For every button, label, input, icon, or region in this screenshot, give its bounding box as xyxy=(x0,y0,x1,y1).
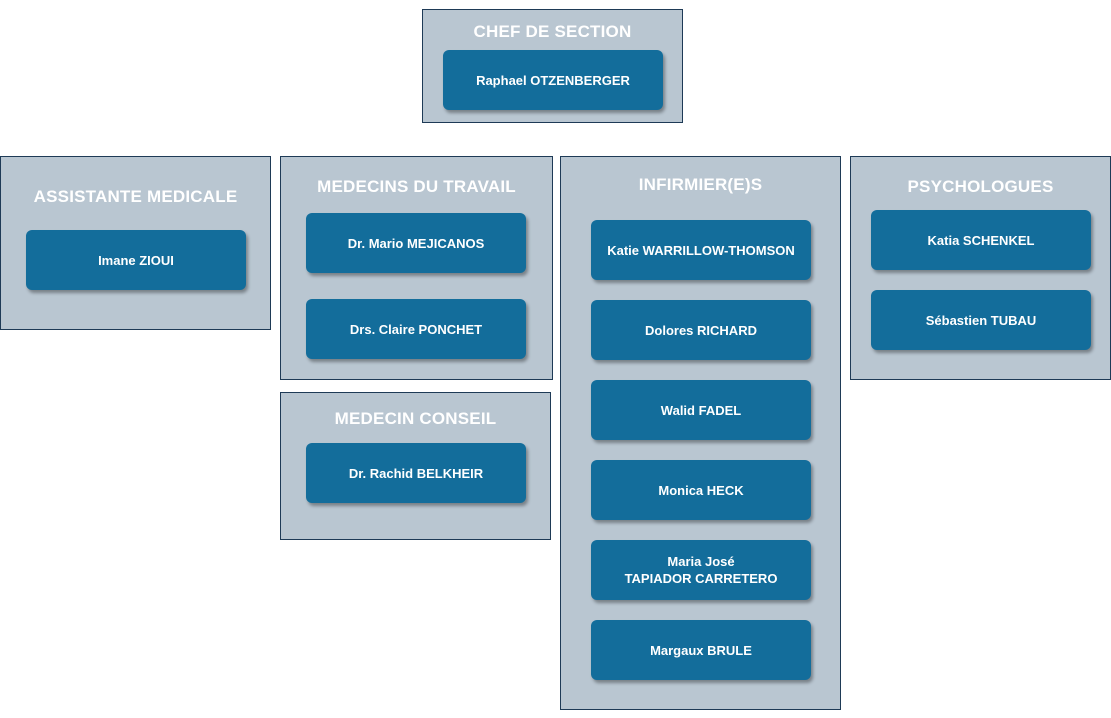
member-card: Monica HECK xyxy=(591,460,811,520)
group-psychologues: PSYCHOLOGUES Katia SCHENKEL Sébastien TU… xyxy=(850,156,1111,380)
group-title: MEDECINS DU TRAVAIL xyxy=(317,177,516,196)
group-medecin-conseil: MEDECIN CONSEIL Dr. Rachid BELKHEIR xyxy=(280,392,551,540)
group-assistante-medicale: ASSISTANTE MEDICALE Imane ZIOUI xyxy=(0,156,271,330)
member-card: Imane ZIOUI xyxy=(26,230,246,290)
member-card: Drs. Claire PONCHET xyxy=(306,299,526,359)
member-card: Dolores RICHARD xyxy=(591,300,811,360)
member-card: Katie WARRILLOW-THOMSON xyxy=(591,220,811,280)
member-card: Raphael OTZENBERGER xyxy=(443,50,663,110)
group-title: CHEF DE SECTION xyxy=(473,22,632,41)
group-chef-de-section: CHEF DE SECTION Raphael OTZENBERGER xyxy=(422,9,683,123)
group-title: MEDECIN CONSEIL xyxy=(334,409,497,428)
group-infirmiers: INFIRMIER(E)S Katie WARRILLOW-THOMSON Do… xyxy=(560,156,841,710)
member-card: Margaux BRULE xyxy=(591,620,811,680)
group-title: ASSISTANTE MEDICALE xyxy=(33,187,238,206)
group-title: INFIRMIER(E)S xyxy=(638,175,763,194)
group-medecins-du-travail: MEDECINS DU TRAVAIL Dr. Mario MEJICANOS … xyxy=(280,156,553,380)
member-card: Katia SCHENKEL xyxy=(871,210,1091,270)
member-card: Dr. Rachid BELKHEIR xyxy=(306,443,526,503)
group-title: PSYCHOLOGUES xyxy=(907,177,1054,196)
member-card: Sébastien TUBAU xyxy=(871,290,1091,350)
member-card: Dr. Mario MEJICANOS xyxy=(306,213,526,273)
member-card: Maria José TAPIADOR CARRETERO xyxy=(591,540,811,600)
member-card: Walid FADEL xyxy=(591,380,811,440)
